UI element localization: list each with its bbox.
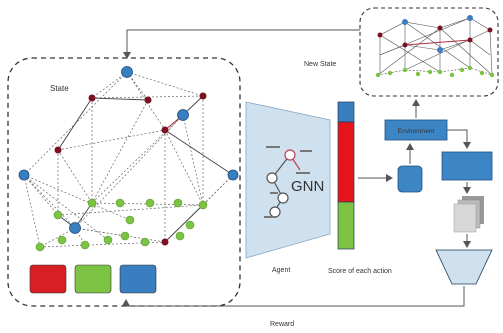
state-red-nodes — [54, 92, 207, 246]
image-stack-icon — [453, 196, 484, 233]
legend-green-box — [74, 264, 112, 294]
new-state-graph — [377, 17, 493, 76]
legend-red-box — [29, 264, 67, 294]
score-segment-red — [337, 121, 355, 203]
legend-blue-box — [119, 264, 157, 294]
new-state-panel — [359, 7, 499, 97]
score-bar — [337, 101, 355, 250]
score-label: Score of each action — [328, 268, 392, 275]
gnn-text-marks — [264, 146, 312, 218]
state-legend — [29, 264, 157, 294]
encoder-funnel — [435, 249, 493, 285]
agent-small-box — [397, 165, 423, 193]
gnn-graph-icon — [266, 149, 301, 218]
state-blue-nodes — [18, 66, 239, 234]
new-state-label: New State — [304, 61, 336, 68]
flow-arrows — [122, 29, 471, 307]
score-segment-green — [337, 201, 355, 250]
state-label: State — [50, 84, 69, 93]
state-green-nodes — [35, 198, 208, 252]
agent-label: Agent — [272, 267, 290, 274]
score-segment-blue — [337, 101, 355, 123]
gnn-label: GNN — [291, 178, 324, 195]
process-box — [441, 151, 493, 181]
reward-label: Reward — [270, 321, 294, 328]
environment-label: Environment — [398, 128, 435, 135]
new-state-nodes — [375, 15, 495, 78]
agent-funnel — [245, 101, 331, 259]
